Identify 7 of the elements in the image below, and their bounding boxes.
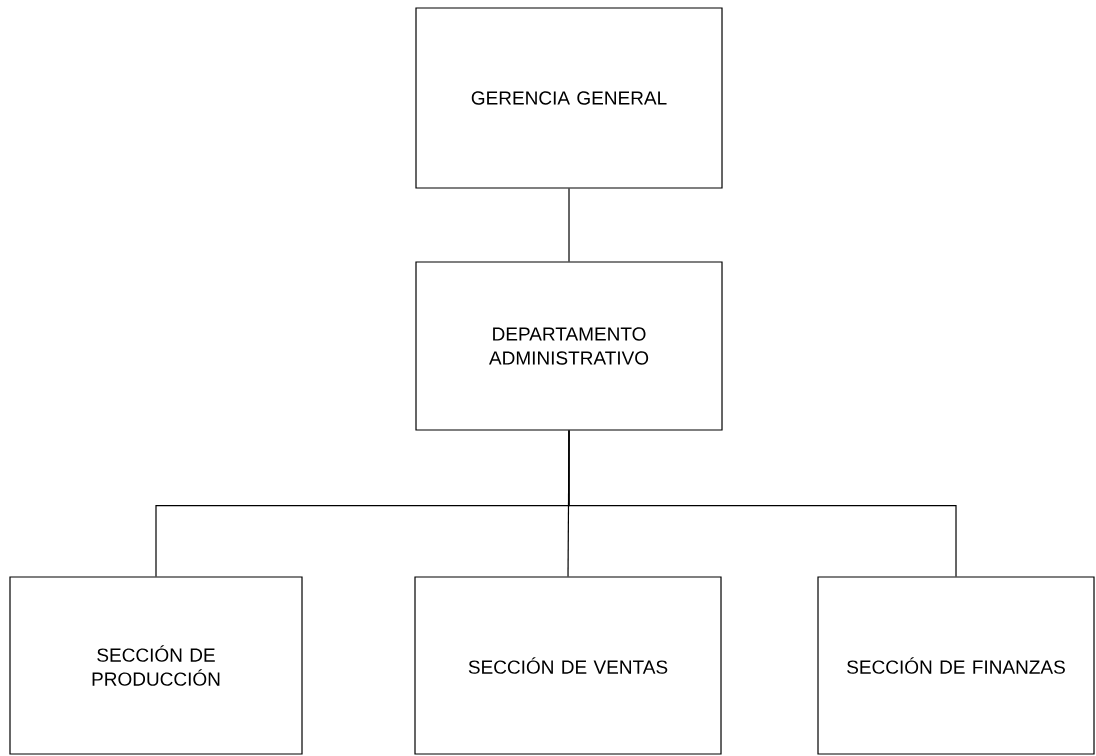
org-box: GERENCIA GENERAL	[415, 7, 723, 189]
connector-line	[568, 188, 570, 262]
org-box: SECCIÓN DE PRODUCCIÓN	[9, 576, 303, 755]
org-box: SECCIÓN DE FINANZAS	[817, 576, 1095, 755]
connector-line	[568, 430, 957, 577]
org-box: SECCIÓN DE VENTAS	[414, 576, 722, 755]
org-box: DEPARTAMENTO ADMINISTRATIVO	[415, 261, 723, 431]
